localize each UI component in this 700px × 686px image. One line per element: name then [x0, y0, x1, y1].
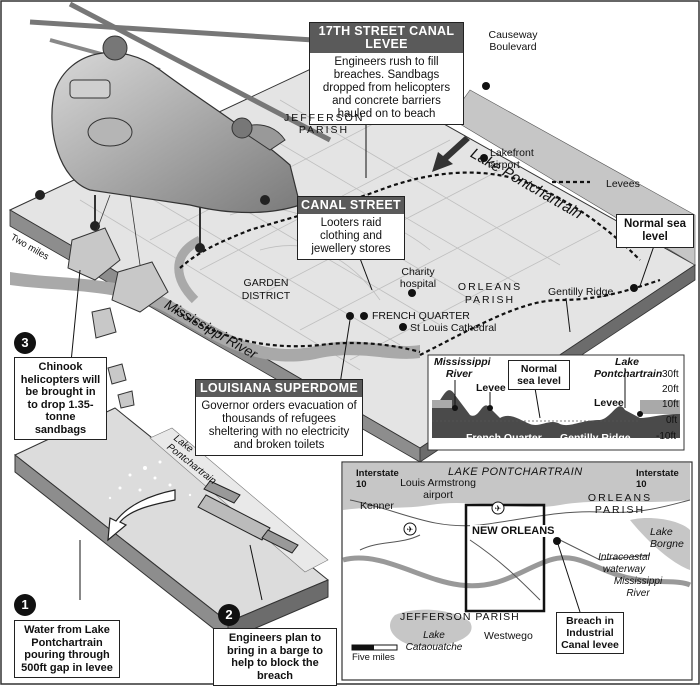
- charity-pin: [408, 289, 416, 297]
- locator-westwego-label: Westwego: [484, 630, 533, 642]
- profile-tick-30: 30ft: [662, 369, 679, 380]
- canal-arrow: [432, 136, 470, 172]
- airport-pin: [480, 154, 488, 162]
- step-1-badge: 1: [14, 594, 36, 616]
- profile-tick-minus10: -10ft: [656, 431, 677, 442]
- jefferson-parish-label: JEFFERSON PARISH: [284, 112, 365, 136]
- charity-hospital-label: Charity hospital: [399, 266, 437, 290]
- lakefront-airport-label: Lakefront airport: [490, 147, 534, 171]
- profile-tick-20: 20ft: [662, 384, 679, 395]
- levees-legend-label: Levees: [606, 178, 640, 190]
- levee17-title: 17TH STREET CANAL LEVEE: [310, 23, 463, 53]
- normal-sea-level-callout: Normal sea level: [616, 214, 694, 248]
- french-quarter-pin: [360, 312, 368, 320]
- water-spray: [108, 460, 192, 507]
- svg-text:✈: ✈: [407, 525, 414, 534]
- sandbags: [67, 227, 169, 437]
- locator-lake-borgne-label: Lake Borgne: [650, 526, 684, 550]
- profile-levee-left: Levee: [476, 382, 506, 394]
- step-2-badge: 2: [218, 604, 240, 626]
- superdome-title: LOUISIANA SUPERDOME: [196, 380, 362, 397]
- locator-interstate-right: Interstate 10: [636, 468, 679, 490]
- step2-callout: Engineers plan to bring in a barge to he…: [213, 628, 337, 686]
- locator-lake-label: LAKE PONTCHARTRAIN: [448, 466, 583, 478]
- st-louis-label: St Louis Cathedral: [410, 322, 497, 334]
- profile-lake-label: Lake Pontchartrain: [594, 356, 663, 380]
- causeway-pin: [482, 82, 490, 90]
- canal-street-title: CANAL STREET: [298, 197, 404, 214]
- levee-lines: [174, 171, 661, 356]
- gentilly-ridge-label: Gentilly Ridge: [548, 286, 614, 298]
- superdome-text: Governor orders evacuation of thousands …: [201, 400, 357, 451]
- flood-arrow: [107, 489, 176, 542]
- profile-tick-10: 10ft: [662, 399, 679, 410]
- canal-street-text: Looters raid clothing and jewellery stor…: [311, 217, 391, 255]
- chinook-helicopter: [29, 1, 346, 253]
- profile-sea-level-label: Normal sea level: [508, 360, 570, 390]
- locator-scale-label: Five miles: [352, 652, 395, 663]
- locator-armstrong-label: Louis Armstrong airport: [400, 477, 476, 501]
- sealevel-pin: [630, 284, 638, 292]
- mississippi-river-band: [10, 272, 420, 362]
- cathedral-pin: [399, 323, 407, 331]
- locator-jefferson-label: JEFFERSON PARISH: [400, 611, 520, 623]
- locator-map: ✈ ✈: [341, 461, 693, 681]
- locator-mississippi-label: Mississippi River: [613, 576, 663, 599]
- svg-text:✈: ✈: [495, 504, 502, 513]
- causeway-label: Causeway Boulevard: [488, 29, 538, 53]
- step3-callout: Chinook helicopters will be brought in t…: [14, 357, 107, 440]
- superdome-callout: LOUISIANA SUPERDOME Governor orders evac…: [195, 379, 363, 456]
- step-3-badge: 3: [14, 332, 36, 354]
- barge: [197, 480, 299, 554]
- profile-levee-right: Levee: [594, 397, 624, 409]
- profile-tick-0: 0ft: [666, 415, 678, 426]
- profile-gentilly: Gentilly Ridge: [560, 432, 631, 444]
- levee17-callout: 17TH STREET CANAL LEVEE Engineers rush t…: [309, 22, 464, 125]
- step1-callout: Water from Lake Pontchartrain pouring th…: [14, 620, 120, 678]
- locator-cataouatche-label: Lake Cataouatche: [405, 630, 463, 653]
- levee17-text: Engineers rush to fill breaches. Sandbag…: [322, 56, 451, 120]
- locator-interstate-left: Interstate 10: [356, 468, 399, 490]
- superdome-pin: [346, 312, 354, 320]
- locator-kenner-label: Kenner: [360, 500, 394, 512]
- profile-french-quarter: French Quarter: [466, 432, 542, 444]
- garden-district-label: GARDEN DISTRICT: [241, 277, 291, 302]
- orleans-parish-label: ORLEANS PARISH: [457, 281, 523, 306]
- profile-mississippi-label: Mississippi River: [434, 356, 491, 380]
- locator-new-orleans-label: NEW ORLEANS: [470, 525, 557, 537]
- locator-breach-callout: Breach in Industrial Canal levee: [556, 612, 624, 654]
- locator-orleans-parish-label: ORLEANS PARISH: [587, 492, 653, 516]
- french-quarter-label: FRENCH QUARTER: [372, 310, 470, 322]
- canal-street-callout: CANAL STREET Looters raid clothing and j…: [297, 196, 405, 260]
- locator-intracoastal-label: Intracoastal waterway: [598, 552, 650, 575]
